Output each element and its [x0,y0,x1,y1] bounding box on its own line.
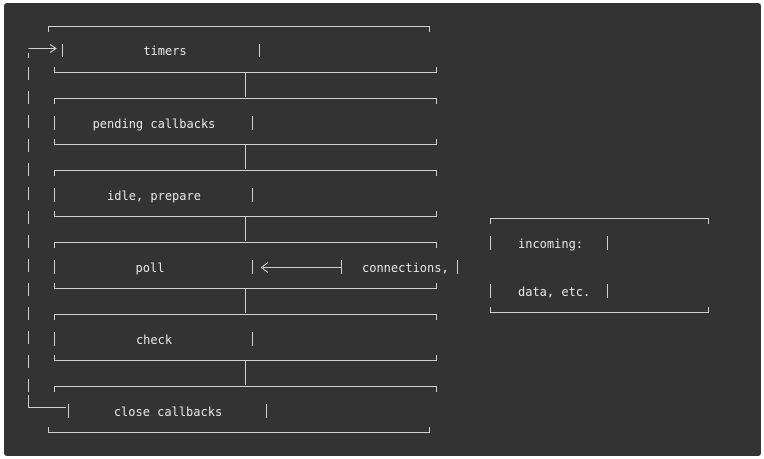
phase-label-idle-prepare: idle, prepare [107,189,201,203]
code-block-panel [4,3,761,456]
phase-label-check: check [136,333,173,347]
phase-box-close-callbacks: close callbacks [48,386,437,433]
phase-label-close-callbacks: close callbacks [114,405,222,419]
phase-label-timers: timers [143,44,186,58]
phase-label-poll: poll [136,261,165,275]
phase-box-timers: timers [48,26,437,73]
phase-box-pending-callbacks: pending callbacks [54,98,437,145]
loop-back-line [28,44,66,408]
phase-box-idle-prepare: idle, prepare [54,170,437,217]
incoming-label-line1: incoming: [518,237,583,251]
incoming-box: incoming: data, etc. [490,218,709,313]
incoming-arrow [260,260,342,274]
phase-label-pending-callbacks: pending callbacks [93,117,216,131]
phase-box-check: check [54,314,437,361]
incoming-label-line2: connections, [362,261,449,275]
incoming-label-line3: data, etc. [518,285,590,299]
